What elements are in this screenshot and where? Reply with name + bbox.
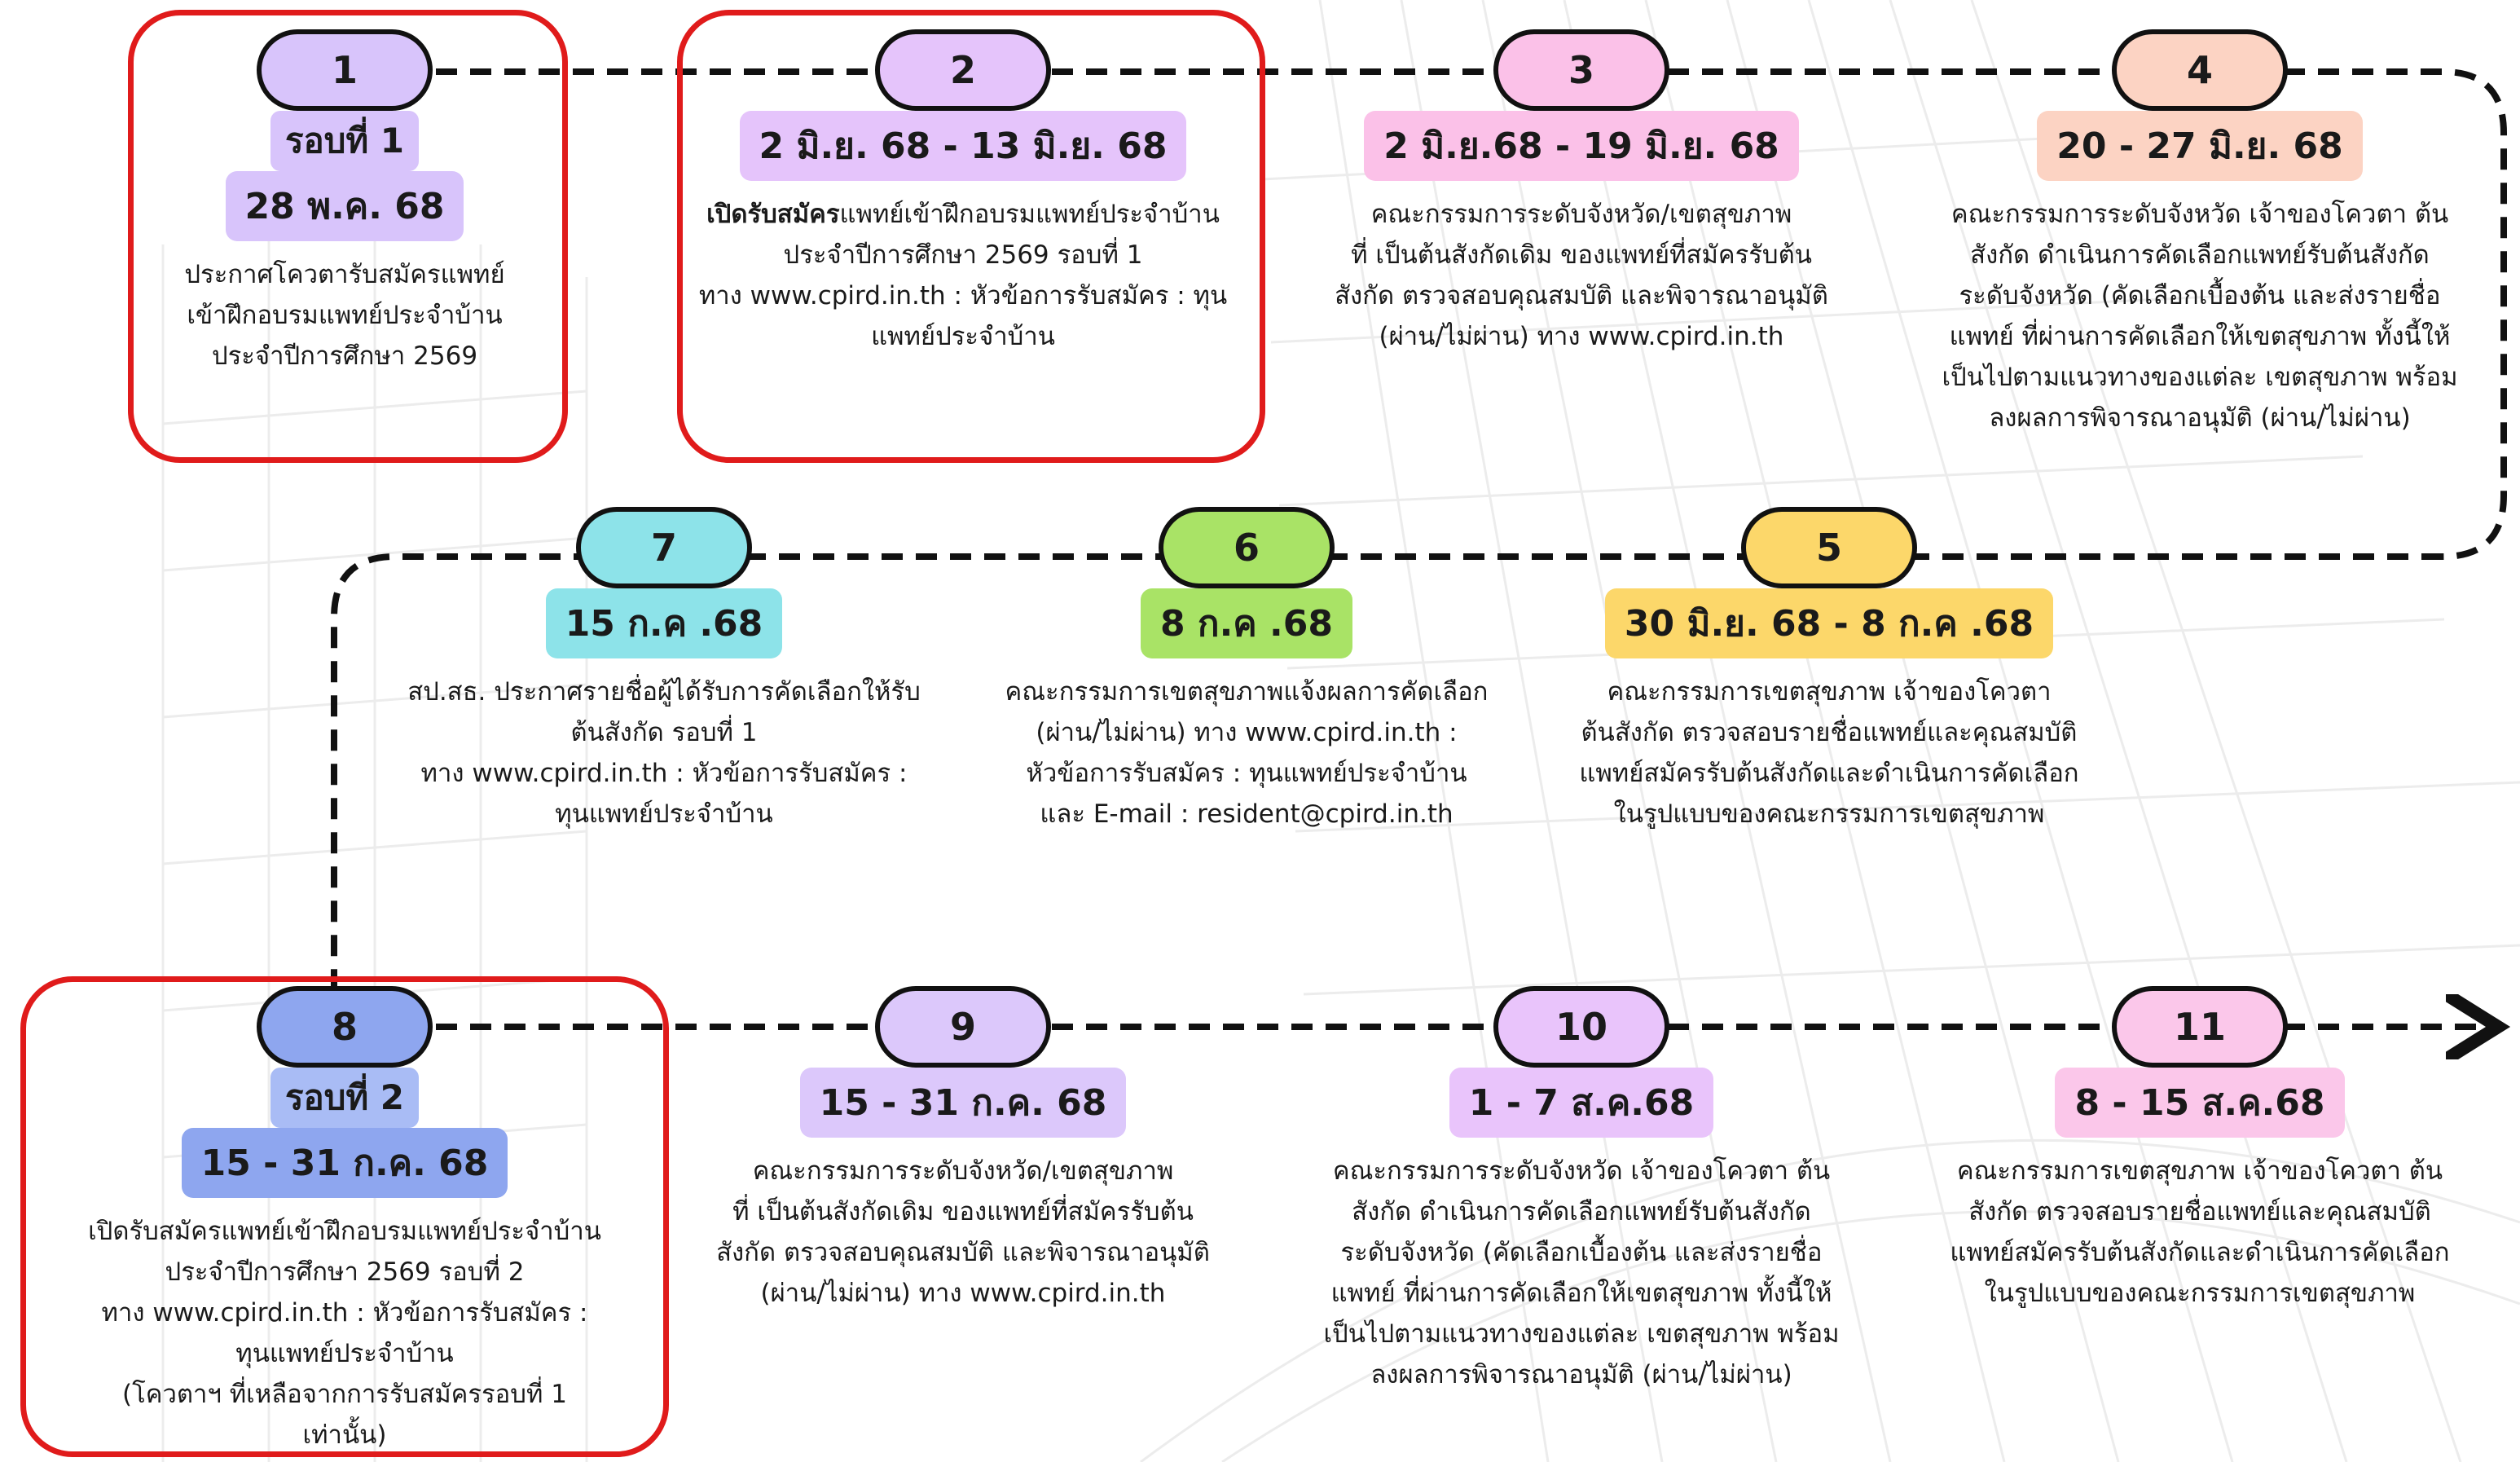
step-number-badge: 10 [1493, 986, 1669, 1068]
step-description: คณะกรรมการระดับจังหวัด เจ้าของโควตา ต้นส… [1323, 1156, 1840, 1389]
step-description: สป.สธ. ประกาศรายชื่อผู้ได้รับการคัดเลือก… [407, 677, 921, 829]
step-date: 2 มิ.ย. 68 - 13 มิ.ย. 68 [739, 111, 1187, 181]
step-date: 28 พ.ค. 68 [225, 171, 464, 241]
step-number-badge: 2 [875, 29, 1051, 111]
step-description: คณะกรรมการเขตสุขภาพ เจ้าของโควตา ต้นสังก… [1950, 1156, 2450, 1308]
round-label: รอบที่ 2 [270, 1068, 419, 1128]
step-description: คณะกรรมการเขตสุขภาพ เจ้าของโควตาต้นสังกั… [1579, 677, 2079, 829]
step-number-badge: 1 [257, 29, 433, 111]
step-number-badge: 5 [1741, 507, 1917, 588]
round-label: รอบที่ 1 [270, 111, 419, 171]
timeline-step-6: 6 8 ก.ค .68 คณะกรรมการเขตสุขภาพแจ้งผลการ… [978, 507, 1515, 834]
step-number-badge: 9 [875, 986, 1051, 1068]
step-number-badge: 4 [2112, 29, 2288, 111]
timeline-step-11: 11 8 - 15 ส.ค.68 คณะกรรมการเขตสุขภาพ เจ้… [1931, 986, 2469, 1314]
step-description: ประกาศโควตารับสมัครแพทย์เข้าฝึกอบรมแพทย์… [184, 260, 505, 371]
step-number-badge: 3 [1493, 29, 1669, 111]
step-date: 15 ก.ค .68 [545, 588, 783, 658]
step-number-badge: 6 [1159, 507, 1335, 588]
step-number-badge: 11 [2112, 986, 2288, 1068]
step-date: 8 - 15 ส.ค.68 [2055, 1068, 2345, 1138]
step-date: 15 - 31 ก.ค. 68 [181, 1128, 508, 1198]
step-date: 20 - 27 มิ.ย. 68 [2037, 111, 2363, 181]
step-date: 8 ก.ค .68 [1141, 588, 1352, 658]
step-date: 1 - 7 ส.ค.68 [1449, 1068, 1714, 1138]
timeline-step-3: 3 2 มิ.ย.68 - 19 มิ.ย. 68 คณะกรรมการระดั… [1313, 29, 1850, 357]
timeline-step-7: 7 15 ก.ค .68 สป.สธ. ประกาศรายชื่อผู้ได้ร… [395, 507, 933, 834]
step-description: เปิดรับสมัครแพทย์เข้าฝึกอบรมแพทย์ประจำบ้… [698, 200, 1228, 351]
step-description: คณะกรรมการระดับจังหวัด/เขตสุขภาพที่ เป็น… [1335, 200, 1828, 351]
timeline-step-1: 1 รอบที่ 1 28 พ.ค. 68 ประกาศโควตารับสมัค… [76, 29, 614, 377]
step-description: คณะกรรมการเขตสุขภาพแจ้งผลการคัดเลือก(ผ่า… [1005, 677, 1489, 829]
step-date: 15 - 31 ก.ค. 68 [799, 1068, 1127, 1138]
step-date: 30 มิ.ย. 68 - 8 ก.ค .68 [1604, 588, 2054, 658]
timeline-step-10: 10 1 - 7 ส.ค.68 คณะกรรมการระดับจังหวัด เ… [1313, 986, 1850, 1395]
step-number-badge: 7 [576, 507, 752, 588]
timeline-step-4: 4 20 - 27 มิ.ย. 68 คณะกรรมการระดับจังหวั… [1931, 29, 2469, 438]
step-description: คณะกรรมการระดับจังหวัด/เขตสุขภาพที่ เป็น… [716, 1156, 1210, 1308]
timeline-step-9: 9 15 - 31 ก.ค. 68 คณะกรรมการระดับจังหวัด… [694, 986, 1232, 1314]
timeline-step-2: 2 2 มิ.ย. 68 - 13 มิ.ย. 68 เปิดรับสมัครแ… [694, 29, 1232, 357]
connector-row-2 [331, 553, 2443, 986]
timeline-step-5: 5 30 มิ.ย. 68 - 8 ก.ค .68 คณะกรรมการเขตส… [1560, 507, 2098, 834]
connector-row-1 [436, 68, 2507, 560]
step-description: เปิดรับสมัครแพทย์เข้าฝึกอบรมแพทย์ประจำบ้… [88, 1217, 601, 1450]
step-description: คณะกรรมการระดับจังหวัด เจ้าของโควตา ต้นส… [1942, 200, 2458, 433]
step-date: 2 มิ.ย.68 - 19 มิ.ย. 68 [1364, 111, 1799, 181]
step-number-badge: 8 [257, 986, 433, 1068]
timeline-step-8: 8 รอบที่ 2 15 - 31 ก.ค. 68 เปิดรับสมัครแ… [76, 986, 614, 1455]
